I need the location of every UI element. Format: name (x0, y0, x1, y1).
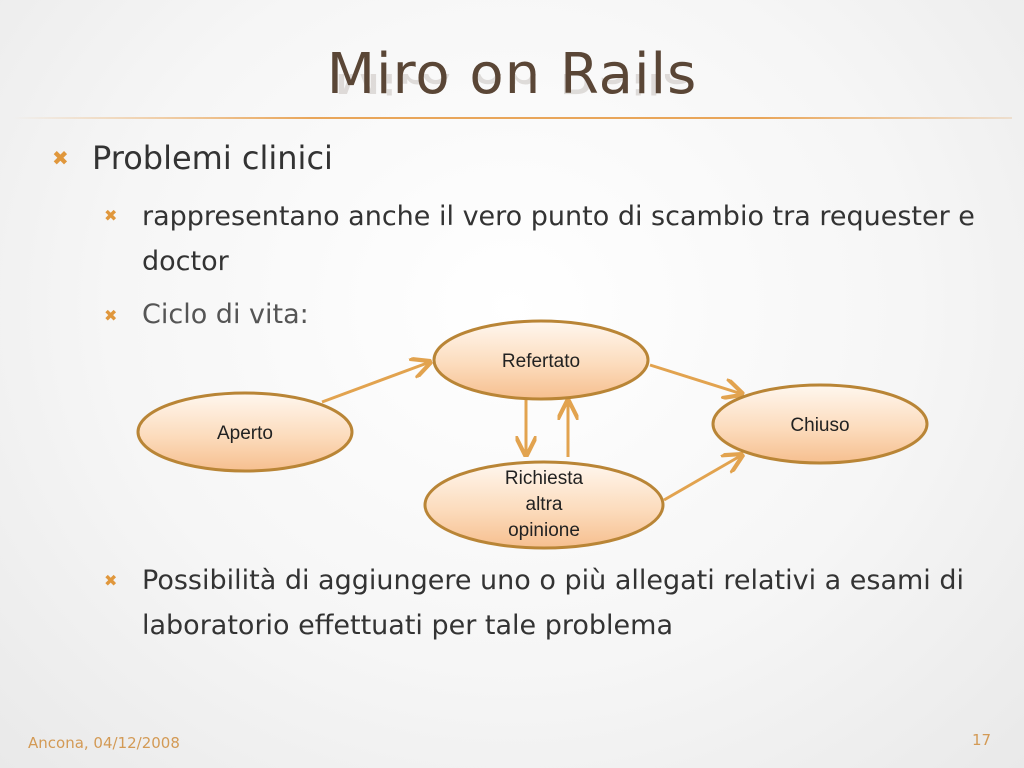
node-richiesta-label-line2: altra (526, 494, 563, 515)
footer-location-date: Ancona, 04/12/2008 (28, 734, 180, 752)
cross-bullet-icon: ✖ (52, 146, 69, 170)
node-refertato: Refertato (432, 319, 650, 401)
sub-bullet-ciclo-di-vita: Ciclo di vita: (142, 299, 309, 330)
node-chiuso: Chiuso (711, 383, 929, 465)
node-aperto-label: Aperto (217, 423, 273, 444)
node-refertato-label: Refertato (502, 351, 580, 372)
bullet-problemi-clinici: Problemi clinici (92, 139, 333, 177)
edge-aperto-refertato (321, 362, 430, 404)
sub-bullet-allegati: Possibilità di aggiungere uno o più alle… (142, 565, 965, 641)
node-richiesta-label-line1: Richiesta (505, 468, 584, 489)
node-chiuso-label: Chiuso (790, 415, 849, 436)
edge-refertato-chiuso (649, 363, 742, 394)
node-richiesta-label-line3: opinione (508, 520, 580, 541)
node-richiesta-altra-opinione: Richiesta altra opinione (423, 460, 665, 550)
sub-bullet-scambio: rappresentano anche il vero punto di sca… (142, 201, 975, 277)
edge-richiesta-chiuso (663, 455, 742, 502)
slide-number: 17 (972, 731, 992, 749)
cross-bullet-icon: ✖ (104, 306, 118, 325)
slide-title: Miro on Rails (326, 42, 698, 107)
cross-bullet-icon: ✖ (104, 571, 118, 590)
title-divider (12, 117, 1012, 119)
cross-bullet-icon: ✖ (104, 206, 118, 225)
node-aperto: Aperto (136, 391, 354, 473)
